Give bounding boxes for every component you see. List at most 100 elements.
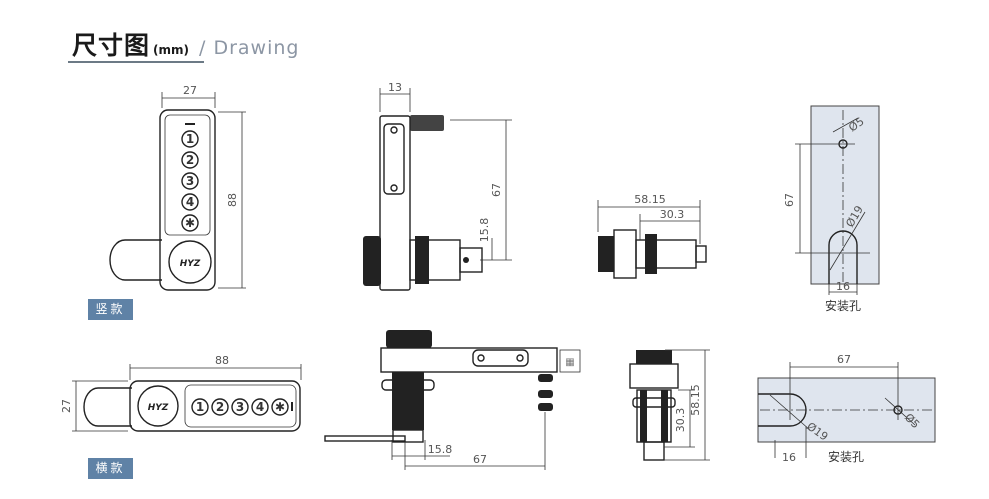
vertical-cylinder-view: 58.15 30.3 [597,193,707,279]
drawing-line [379,88,411,112]
dim-offset: 15.8 [478,218,491,243]
large-hole-slot [758,393,807,427]
key-4: 4 [256,400,264,414]
drawing-line [516,354,524,362]
drawing-line [828,230,858,284]
horizontal-front-view: HYZ 1 2 3 4 ✱ 88 27 [60,354,302,432]
vertical-mounting-hole: 67 Ø5 Ø19 16 安装孔 [783,105,880,313]
bolt [83,387,132,427]
drawing-line [450,119,512,261]
horizontal-cylinder-view: 30.3 58.15 [629,349,710,461]
horizontal-mounting-hole: 67 Ø19 Ø5 16 安装孔 [757,353,936,464]
horizontal-side-view: ▦ 15.8 67 [324,330,581,470]
key-1: 1 [186,132,194,146]
tag-horizontal: 横款 [88,458,133,479]
bolt [109,239,162,281]
header-underline [68,61,204,63]
vertical-front-view: 1 2 3 4 ✱ HYZ 27 88 [109,84,246,291]
tag-vertical: 竖款 [88,299,133,320]
dim-thread: 30.3 [674,408,687,433]
drawing-line [640,390,647,442]
drawing-line [383,123,405,195]
dim-height: 27 [60,399,73,413]
mounting-caption: 安装孔 [825,298,861,313]
drawing-line [181,193,199,211]
drawing-line [181,214,199,232]
dim-height: 88 [226,193,239,207]
key-2: 2 [186,153,194,167]
dim-total: 58.15 [634,193,666,206]
key-star: ✱ [185,216,195,230]
dim-width: 27 [183,84,197,97]
drawing-line [185,123,195,125]
logo-text: HYZ [148,403,169,413]
drawing-line [181,172,199,190]
dim-slot-width: 16 [782,451,796,464]
calendar-icon: ▦ [565,357,574,368]
drawing-line [538,403,553,411]
key-star: ✱ [275,400,285,414]
drawing-line [769,362,916,458]
drawing-line [643,441,665,461]
drawing-line [129,364,302,380]
drawing-line [392,372,424,430]
drawing-line [363,236,381,286]
logo-text: HYZ [180,259,201,269]
dim-offset: 15.8 [428,443,453,456]
drawing-line [538,390,553,398]
dim-screw-span: 67 [473,453,487,466]
drawing-line [795,117,870,271]
drawing-line [181,151,199,169]
drawing-line [218,111,246,289]
dim-total: 58.15 [689,384,702,416]
keypad: 1 2 3 4 ✱ [191,398,289,416]
logo-knob [168,240,212,284]
dim-span: 67 [783,193,796,207]
drawing-line [191,398,209,416]
drawing-line [415,236,429,284]
drawing-line [695,245,707,263]
section-header: 尺寸图 (mm) / Drawing [72,26,299,62]
drawing-line [636,350,672,364]
dim-slot-width: 16 [836,280,850,293]
key-3: 3 [186,174,194,188]
drawing-line [129,380,301,432]
dim-depth: 13 [388,81,402,94]
unit-label: (mm) [153,43,189,57]
drawing-line [251,398,269,416]
dim-width: 88 [215,354,229,367]
keypad: 1 2 3 4 ✱ [181,130,199,232]
drawing-line [379,115,411,291]
drawing-line [324,435,406,442]
drawing-line [477,354,485,362]
key-1: 1 [196,400,204,414]
vertical-side-view: 13 67 15.8 [363,81,512,291]
drawing-line [810,105,880,285]
drawing-line [632,397,676,408]
key-2: 2 [216,400,224,414]
drawing-line [390,184,398,192]
drawing-line [664,349,710,461]
dim-thread: 30.3 [660,208,685,221]
drawing-line [645,234,657,274]
title-en: / Drawing [199,37,300,59]
drawing-line [828,284,858,295]
drawing-line [380,347,558,373]
drawing-line [629,363,679,389]
lock-body [159,109,216,291]
drawing-line [72,380,128,432]
drawing-line [472,349,529,367]
dim-screw-span: 67 [490,183,503,197]
drawing-line [463,257,469,263]
drawing-line [271,398,289,416]
drawing-line [410,115,444,131]
drawing-line [164,114,211,236]
drawing-line [231,398,249,416]
drawing-line [391,412,546,470]
drawing-line [386,330,432,348]
drawing-line [661,390,668,442]
key-3: 3 [236,400,244,414]
drawing-line [559,349,581,373]
drawing-line [390,126,398,134]
